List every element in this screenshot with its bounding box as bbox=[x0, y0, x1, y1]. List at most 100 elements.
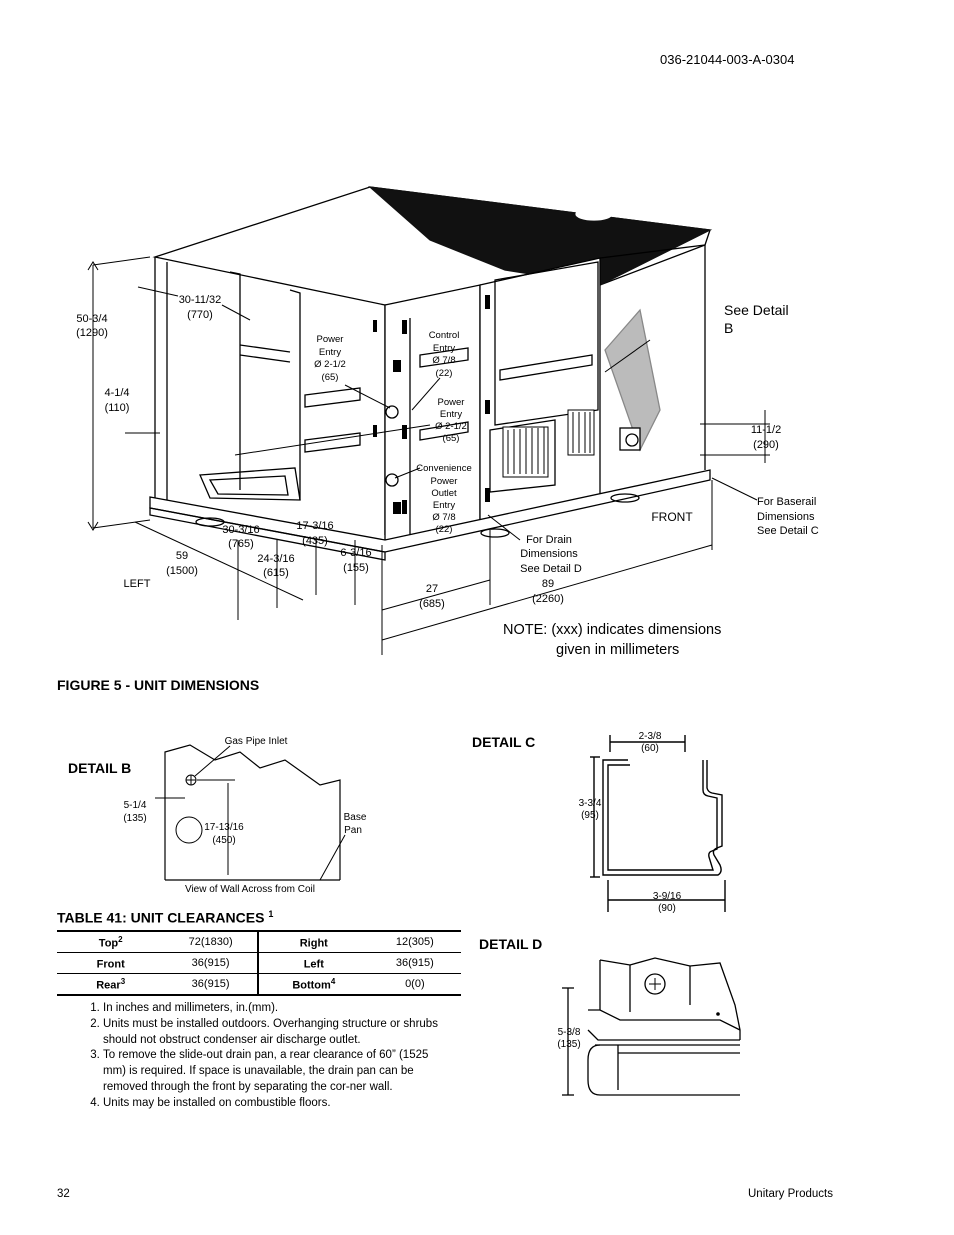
left-label: LEFT bbox=[124, 578, 151, 590]
detail-b-labels: Gas Pipe Inlet 5-1/4 (135) 17-13/16 (450… bbox=[123, 736, 367, 895]
clearance-label: Right bbox=[257, 931, 369, 953]
clearance-label: Left bbox=[257, 952, 369, 974]
clearance-label-text: Bottom bbox=[292, 979, 331, 992]
drain-l3: See Detail D bbox=[520, 563, 582, 575]
detail-d-title: DETAIL D bbox=[479, 936, 543, 952]
base-pan-l2: Pan bbox=[344, 825, 362, 836]
detail-b-dim2: 17-13/16 bbox=[204, 822, 244, 833]
convenience-l6: (22) bbox=[436, 524, 453, 535]
drain-l1: For Drain bbox=[526, 534, 572, 546]
convenience-l1: Convenience bbox=[416, 463, 471, 474]
figure-title: FIGURE 5 - UNIT DIMENSIONS bbox=[57, 677, 260, 693]
note-line-1: NOTE: (xxx) indicates dimensions bbox=[503, 622, 721, 638]
detail-c-top: 2-3/8 bbox=[639, 731, 662, 742]
clearances-table-body: Top2 72(1830) Right 12(305) Front 36(915) Left… bbox=[57, 931, 461, 995]
clearance-value-text: 12(305) bbox=[395, 936, 434, 948]
detail-b-caption: View of Wall Across from Coil bbox=[185, 884, 315, 895]
clearance-value-text: 36(915) bbox=[191, 978, 230, 990]
baserail-l3: See Detail C bbox=[757, 525, 819, 537]
dim-24-mm: (615) bbox=[263, 567, 289, 579]
mm-note: NOTE: (xxx) indicates dimensions given i… bbox=[503, 622, 721, 658]
dim-rail: 11-1/2 bbox=[751, 424, 781, 436]
page-number: 32 bbox=[57, 1188, 70, 1200]
dim-6-mm: (155) bbox=[343, 562, 369, 574]
control-entry-l4: (22) bbox=[436, 368, 453, 379]
footnotes-list: In inches and millimeters, in.(mm).Units… bbox=[85, 1001, 453, 1112]
power-entry-2-l4: (65) bbox=[443, 433, 460, 444]
footnote-ref: 2 bbox=[118, 934, 123, 944]
drain-l2: Dimensions bbox=[520, 548, 578, 560]
see-detail-b-callout: See Detail B bbox=[724, 302, 789, 336]
dim-length: 89 bbox=[542, 578, 554, 590]
detail-d-drawing bbox=[562, 957, 741, 1096]
convenience-l4: Entry bbox=[433, 500, 455, 511]
dim-17-mm: (435) bbox=[302, 535, 328, 547]
dim-top-setback-mm: (770) bbox=[187, 309, 213, 321]
footnote-item: In inches and millimeters, in.(mm). bbox=[103, 1001, 453, 1017]
base-pan-l1: Base bbox=[344, 812, 367, 823]
dim-rail-mm: (290) bbox=[753, 439, 779, 451]
dim-24: 24-3/16 bbox=[257, 553, 294, 565]
dim-length-mm: (2260) bbox=[532, 593, 564, 605]
power-entry-1-l4: (65) bbox=[322, 372, 339, 383]
clearances-table: Top2 72(1830) Right 12(305) Front 36(915) Left… bbox=[57, 930, 461, 996]
clearance-label-text: Front bbox=[96, 958, 125, 971]
clearance-label-text: Right bbox=[299, 937, 328, 950]
detail-d-side-mm: (135) bbox=[557, 1039, 580, 1050]
see-detail-b-l2: B bbox=[724, 320, 733, 336]
dim-27-mm: (685) bbox=[419, 598, 445, 610]
clearance-label: Rear3 bbox=[57, 974, 164, 996]
clearance-label: Bottom4 bbox=[258, 974, 369, 996]
detail-d-side: 5-3/8 bbox=[558, 1027, 581, 1038]
table-row: Front 36(915) Left 36(915) bbox=[57, 952, 461, 974]
detail-c-bottom-mm: (90) bbox=[658, 903, 676, 914]
dim-left-offset-mm: (110) bbox=[105, 402, 130, 414]
baserail-callout: For Baserail Dimensions See Detail C bbox=[757, 496, 819, 537]
detail-c-side: 3-3/4 bbox=[579, 798, 602, 809]
detail-c-side-mm: (95) bbox=[581, 810, 599, 821]
clearance-label-text: Top bbox=[98, 937, 119, 950]
convenience-l5: Ø 7/8 bbox=[432, 512, 455, 523]
control-entry-l3: Ø 7/8 bbox=[432, 355, 455, 366]
detail-c-title: DETAIL C bbox=[472, 734, 536, 750]
dim-height: 50-3/4 bbox=[76, 313, 107, 325]
detail-c-top-mm: (60) bbox=[641, 743, 659, 754]
footnote-item: Units must be installed outdoors. Overha… bbox=[103, 1017, 453, 1049]
note-line-2: given in millimeters bbox=[556, 642, 679, 658]
table-title-footnote: 1 bbox=[268, 909, 274, 919]
dim-depth-mm: (1500) bbox=[166, 565, 198, 577]
clearance-value: 36(915) bbox=[164, 973, 259, 995]
convenience-l2: Power bbox=[431, 476, 458, 487]
document-number: 036-21044-003-A-0304 bbox=[660, 52, 795, 67]
detail-b-dim2-mm: (450) bbox=[212, 835, 235, 846]
table-title: TABLE 41: UNIT CLEARANCES 1 bbox=[57, 909, 273, 926]
dim-27: 27 bbox=[426, 583, 438, 595]
convenience-l3: Outlet bbox=[431, 488, 457, 499]
clearance-label-text: Rear bbox=[96, 979, 121, 992]
dimension-labels: 50-3/4 (1290) 30-11/32 (770) 4-1/4 (110)… bbox=[76, 294, 781, 610]
dim-height-mm: (1290) bbox=[76, 327, 108, 339]
detail-c-bottom: 3-9/16 bbox=[653, 891, 682, 902]
callout-labels: Power Entry Ø 2-1/2 (65) Control Entry Ø… bbox=[314, 330, 472, 535]
detail-d-inlet-icon bbox=[644, 973, 720, 1016]
dim-6: 6-3/16 bbox=[340, 547, 371, 559]
gas-pipe-label: Gas Pipe Inlet bbox=[225, 736, 288, 747]
clearance-value: 12(305) bbox=[368, 931, 461, 953]
clearance-label-text: Left bbox=[303, 958, 324, 971]
clearance-value-text: 72(1830) bbox=[188, 936, 233, 948]
dimension-lines bbox=[87, 256, 770, 655]
detail-c-drawing bbox=[590, 735, 726, 912]
baserail-l1: For Baserail bbox=[757, 496, 816, 508]
power-entry-1-l3: Ø 2-1/2 bbox=[314, 359, 346, 370]
footnote-item: Units may be installed on combustible fl… bbox=[103, 1096, 453, 1112]
clearance-value: 72(1830) bbox=[164, 931, 259, 953]
clearance-label: Front bbox=[57, 952, 165, 974]
clearance-value-text: 36(915) bbox=[191, 957, 230, 969]
detail-b-drawing bbox=[155, 744, 346, 881]
side-callouts: For Drain Dimensions See Detail D FRONT … bbox=[124, 510, 694, 590]
power-entry-2-l3: Ø 2-1/2 bbox=[435, 421, 467, 432]
dim-depth: 59 bbox=[176, 550, 188, 562]
clearance-value: 36(915) bbox=[368, 952, 461, 974]
